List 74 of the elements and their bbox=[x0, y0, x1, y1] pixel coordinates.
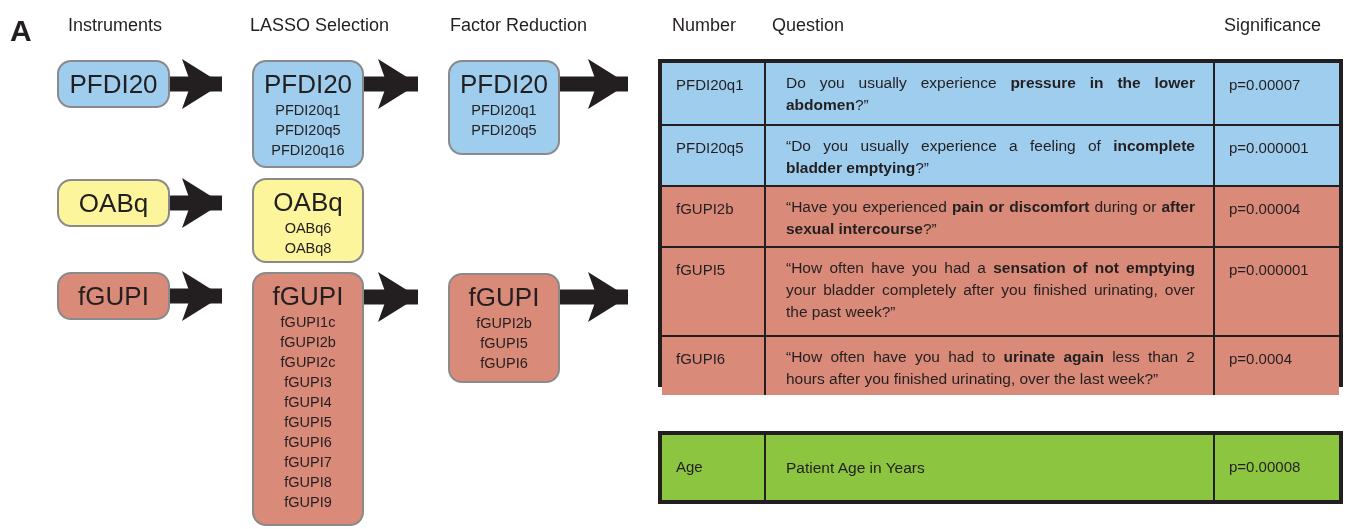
column-header: Significance bbox=[1224, 14, 1322, 37]
column-header: Instruments bbox=[68, 14, 163, 37]
table-row bbox=[662, 63, 1339, 124]
column-header: Number bbox=[672, 14, 737, 37]
rounded-box bbox=[448, 273, 560, 383]
question-text: Patient Age in Years bbox=[786, 458, 926, 478]
question-number: fGUPI2b bbox=[676, 200, 734, 217]
question-number: fGUPI5 bbox=[676, 261, 726, 278]
item-text: fGUPI5 bbox=[284, 413, 332, 432]
rounded-box bbox=[448, 60, 560, 155]
arrow bbox=[364, 59, 418, 109]
p-value: p=0.00008 bbox=[1229, 457, 1301, 478]
item-text: PFDI20q16 bbox=[271, 141, 345, 160]
arrow bbox=[170, 271, 222, 321]
arrow bbox=[560, 59, 628, 109]
item-text: PFDI20q1 bbox=[471, 101, 537, 120]
box-title: PFDI20 bbox=[459, 68, 549, 100]
rounded-box bbox=[252, 60, 364, 168]
item-text: fGUPI2c bbox=[280, 353, 336, 372]
column-header: Question bbox=[772, 14, 845, 37]
box-title: fGUPI bbox=[78, 280, 149, 312]
question-number: Age bbox=[676, 457, 703, 478]
p-value: p=0.00007 bbox=[1229, 76, 1301, 93]
question-number: PFDI20q1 bbox=[676, 76, 744, 93]
rounded-box bbox=[252, 178, 364, 263]
table-row bbox=[662, 187, 1339, 246]
table-row bbox=[662, 126, 1339, 185]
box-title: OABq bbox=[78, 187, 149, 219]
item-text: fGUPI9 bbox=[284, 493, 332, 512]
item-text: PFDI20q5 bbox=[275, 121, 341, 140]
question-text: “How often have you had a sensation of not emptying your bladder completely after you finished urinating, over the past week?” bbox=[786, 258, 1195, 322]
column-header: LASSO Selection bbox=[250, 14, 390, 37]
box-title: fGUPI bbox=[468, 281, 540, 313]
item-text: fGUPI8 bbox=[284, 473, 332, 492]
item-text: OABq8 bbox=[284, 239, 332, 258]
item-text: OABq6 bbox=[284, 219, 332, 238]
item-text: PFDI20q1 bbox=[275, 101, 341, 120]
box-title: OABq bbox=[273, 186, 343, 218]
p-value: p=0.0004 bbox=[1229, 350, 1292, 367]
p-value: p=0.000001 bbox=[1229, 261, 1309, 278]
item-text: fGUPI2b bbox=[476, 314, 532, 333]
rounded-box bbox=[57, 60, 170, 108]
p-value: p=0.000001 bbox=[1229, 139, 1309, 156]
question-number: fGUPI6 bbox=[676, 350, 726, 367]
box-title: PFDI20 bbox=[69, 68, 158, 100]
question-number: PFDI20q5 bbox=[676, 139, 744, 156]
question-text: Do you usually experience pressure in the lower abdomen?” bbox=[786, 73, 1195, 115]
item-text: fGUPI3 bbox=[284, 373, 332, 392]
arrow bbox=[170, 59, 222, 109]
question-text: “How often have you had to urinate again less than 2 hours after you finished urinating, over the last week?” bbox=[786, 347, 1195, 389]
item-text: fGUPI7 bbox=[284, 453, 332, 472]
item-text: fGUPI6 bbox=[480, 354, 528, 373]
question-text: “Do you usually experience a feeling of incomplete bladder emptying?” bbox=[786, 136, 1195, 178]
item-text: fGUPI4 bbox=[284, 393, 332, 412]
item-text: PFDI20q5 bbox=[471, 121, 537, 140]
column-header: Factor Reduction bbox=[450, 14, 588, 37]
table-row bbox=[662, 248, 1339, 335]
item-text: fGUPI5 bbox=[480, 334, 528, 353]
rounded-box bbox=[57, 179, 170, 227]
table-row bbox=[658, 431, 1343, 504]
arrow bbox=[170, 178, 222, 228]
rounded-box bbox=[252, 272, 364, 526]
item-text: fGUPI1c bbox=[280, 313, 336, 332]
question-text: “Have you experienced pain or discomfort during or after sexual intercourse?” bbox=[786, 197, 1195, 239]
item-text: fGUPI6 bbox=[284, 433, 332, 452]
p-value: p=0.00004 bbox=[1229, 200, 1301, 217]
arrow bbox=[364, 272, 418, 322]
rounded-box bbox=[57, 272, 170, 320]
box-title: fGUPI bbox=[272, 280, 344, 312]
box-title: PFDI20 bbox=[263, 68, 353, 100]
arrow bbox=[560, 272, 628, 322]
table-row bbox=[662, 337, 1339, 395]
panel-letter: A bbox=[10, 13, 32, 49]
item-text: fGUPI2b bbox=[280, 333, 336, 352]
